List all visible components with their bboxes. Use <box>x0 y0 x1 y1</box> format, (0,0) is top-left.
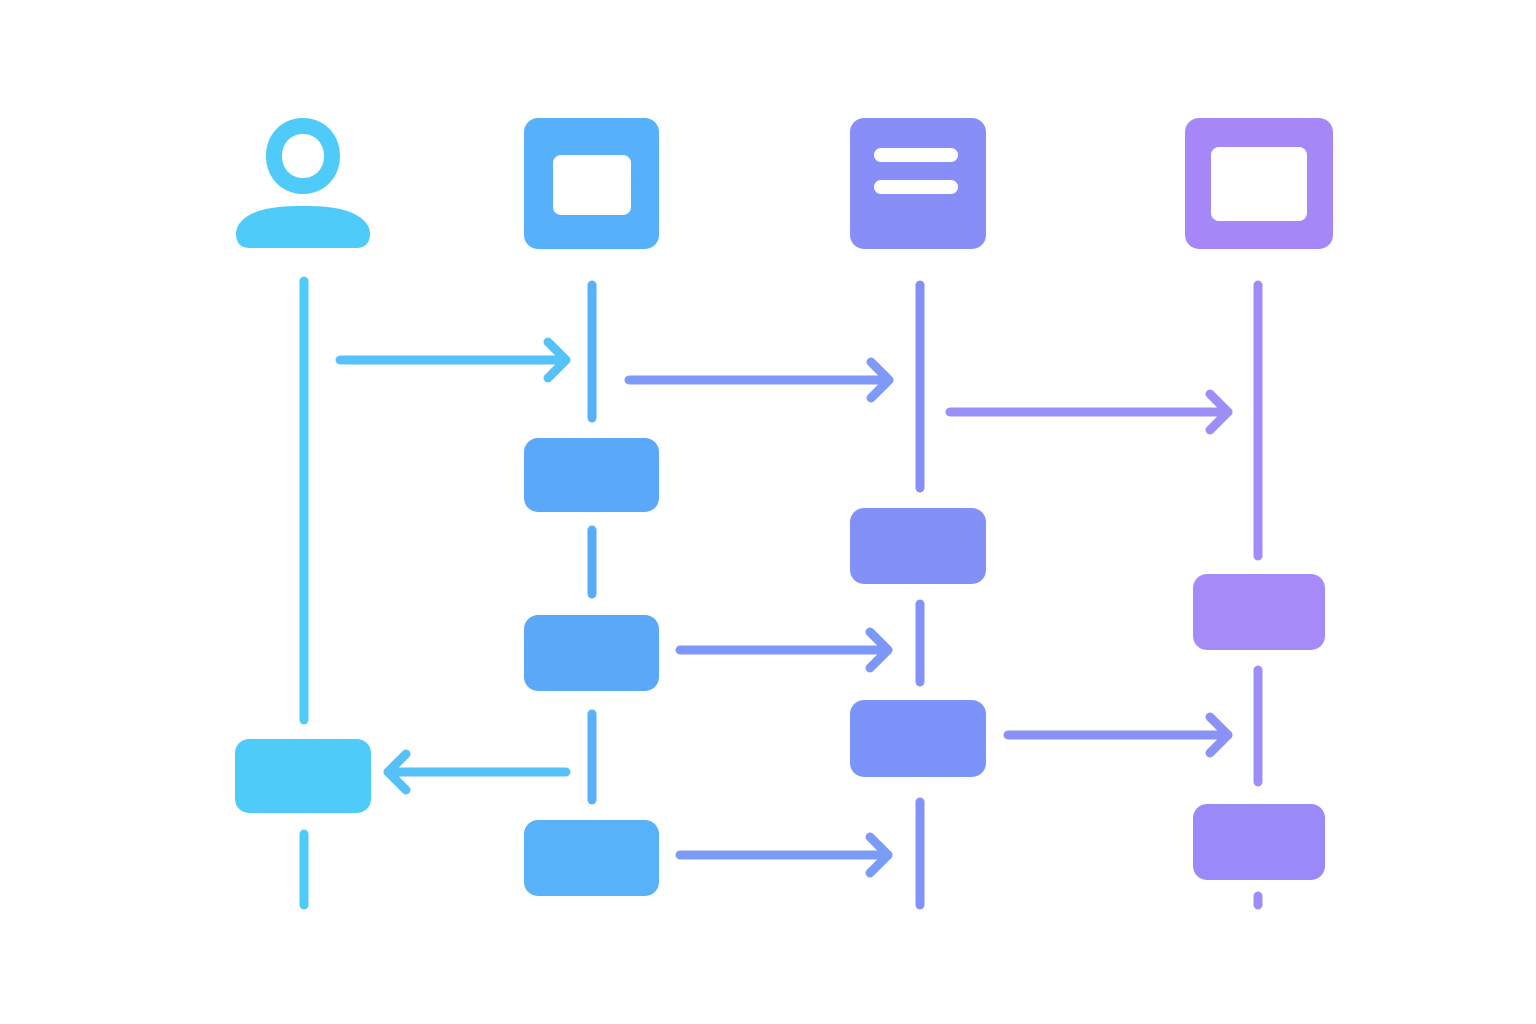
user-icon <box>236 118 370 248</box>
document-icon <box>850 118 986 249</box>
window-icon <box>524 118 659 249</box>
message-arrow-server-to-database <box>1003 712 1233 758</box>
message-arrow-client-to-user <box>383 749 571 795</box>
activation-box-client <box>524 615 659 691</box>
activation-box-database <box>1193 804 1325 880</box>
message-arrow-client-to-server <box>675 627 893 673</box>
participant-database <box>1185 118 1333 249</box>
activation-box-user <box>235 739 371 813</box>
participant-client <box>524 118 659 249</box>
participant-server <box>850 118 986 249</box>
message-arrow-client-to-server <box>624 357 894 403</box>
activation-box-server <box>850 508 986 584</box>
message-arrow-client-to-server <box>675 832 893 878</box>
activation-box-database <box>1193 574 1325 650</box>
message-arrow-server-to-database <box>945 389 1233 435</box>
message-arrow-user-to-client <box>335 337 571 383</box>
window-icon <box>1185 118 1333 249</box>
activation-box-server <box>850 700 986 777</box>
activation-box-client <box>524 820 659 896</box>
activation-box-client <box>524 438 659 512</box>
participant-user <box>236 118 370 248</box>
